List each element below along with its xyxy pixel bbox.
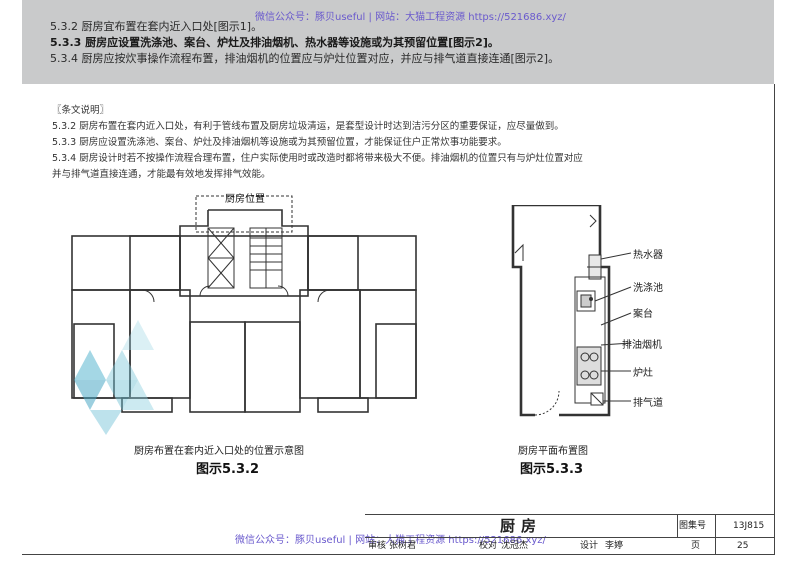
drawing-title: 厨房	[365, 515, 678, 538]
figure1-caption: 厨房布置在套内近入口处的位置示意图	[134, 446, 304, 457]
legend-stove: 炉灶	[633, 368, 653, 379]
atlas-number: 13J815	[733, 521, 765, 531]
page-frame	[22, 84, 775, 555]
review-label: 审核	[368, 541, 387, 551]
explanation-line-4: 并与排气道直接连通，才能最有效地发挥排气效能。	[52, 169, 271, 180]
page-label: 页	[691, 541, 701, 551]
explanation-line-1: 5.3.2 厨房布置在套内近入口处，有利于管线布置及厨房垃圾清运，是套型设计时达…	[52, 121, 564, 132]
legend-counter: 案台	[633, 309, 653, 320]
designer-name: 李婷	[605, 541, 624, 551]
divider	[365, 537, 774, 538]
legend-exhaust-duct: 排气道	[633, 398, 663, 409]
check-label: 校对	[479, 541, 498, 551]
design-label: 设计	[580, 541, 599, 551]
divider	[715, 515, 716, 555]
atlas-label: 图集号	[679, 521, 707, 531]
figure2-label: 图示5.3.3	[520, 462, 584, 477]
rule-5-3-2: 5.3.2 厨房宜布置在套内近入口处[图示1]。	[50, 20, 263, 33]
explanation-line-2: 5.3.3 厨房应设置洗涤池、案台、炉灶及排油烟机等设施或为其预留位置，才能保证…	[52, 137, 507, 148]
watermark-top: 微信公众号：豚贝useful | 网站：大猫工程资源 https://52168…	[255, 12, 566, 23]
figure1-label: 图示5.3.2	[196, 462, 260, 477]
explanation-line-3: 5.3.4 厨房设计时若不按操作流程合理布置，住户实际使用时或改造时都将带来极大…	[52, 153, 583, 164]
apartment-floor-plan	[71, 195, 417, 435]
reviewer-name: 张树君	[389, 541, 417, 551]
watermark-bottom: 微信公众号：豚贝useful | 网站：大猫工程资源 https://52168…	[235, 535, 546, 546]
rules-band	[22, 0, 774, 84]
title-block: 厨房 图集号 13J815 审核 张树君 校对 沈冠杰 设计 李婷 页 25	[365, 514, 774, 555]
legend-range-hood: 排油烟机	[622, 340, 662, 351]
rule-5-3-3: 5.3.3 厨房应设置洗涤池、案台、炉灶及排油烟机、热水器等设施或为其预留位置[…	[50, 36, 499, 49]
checker-name: 沈冠杰	[501, 541, 529, 551]
figure2-caption: 厨房平面布置图	[518, 446, 588, 457]
kitchen-position-label: 厨房位置	[225, 194, 265, 205]
legend-water-heater: 热水器	[633, 250, 663, 261]
kitchen-floor-plan	[511, 205, 632, 417]
explanation-heading: 〖条文说明〗	[52, 105, 110, 116]
page-number: 25	[737, 541, 749, 551]
rule-5-3-4: 5.3.4 厨房应按炊事操作流程布置，排油烟机的位置应与炉灶位置对应，并应与排气…	[50, 52, 560, 65]
legend-sink: 洗涤池	[633, 283, 663, 294]
